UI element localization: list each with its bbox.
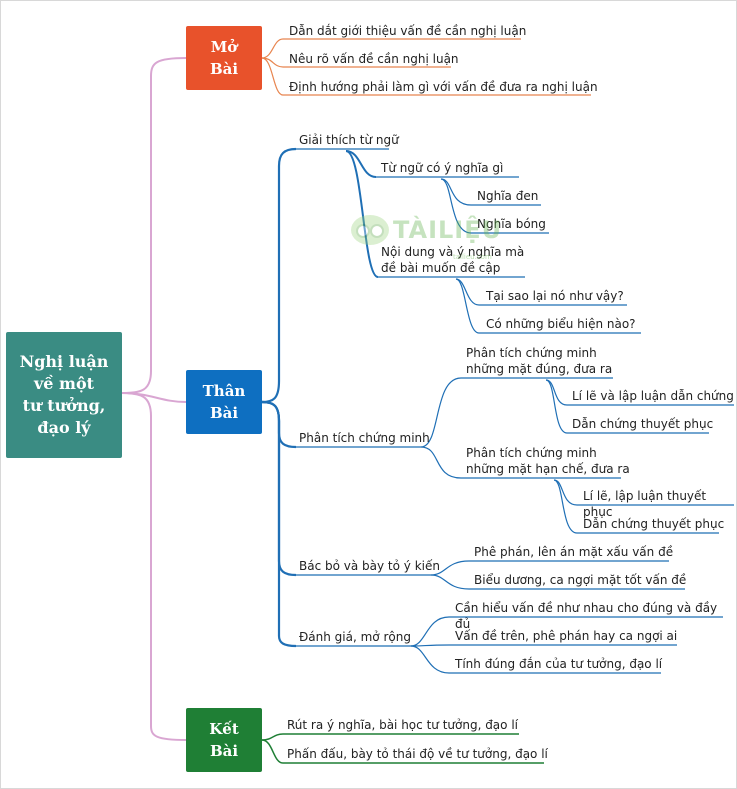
nghia-bong[interactable]: Nghĩa bóng <box>477 217 546 231</box>
topic-than-bai[interactable]: Thân Bài <box>186 370 262 434</box>
danh-gia-item-1[interactable]: Cần hiểu vấn đề như nhau cho đúng và đầy… <box>455 601 718 631</box>
nghia-den[interactable]: Nghĩa đen <box>477 189 539 203</box>
watermark-url: tailieu.com <box>453 253 492 261</box>
watermark: TÀILIỆU <box>351 215 502 245</box>
giai-thich-tu-ngu[interactable]: Giải thích từ ngữ <box>299 133 399 147</box>
link-root-ket <box>121 392 187 741</box>
mat-han-che-item-2[interactable]: Dẫn chứng thuyết phục <box>583 517 725 531</box>
mat-han-che[interactable]: Phân tích chứng minh những mặt hạn chế, … <box>466 446 630 476</box>
mat-dung[interactable]: Phân tích chứng minh những mặt đúng, đưa… <box>466 346 613 376</box>
watermark-text: TÀILIỆU <box>393 216 503 244</box>
danh-gia[interactable]: Đánh giá, mở rộng <box>299 630 411 644</box>
mo-bai-item-3[interactable]: Định hướng phải làm gì với vấn đề đưa ra… <box>289 80 598 94</box>
root-topic[interactable]: Nghị luận về một tư tưởng, đạo lý <box>6 332 122 458</box>
ket-bai-item-1[interactable]: Rút ra ý nghĩa, bài học tư tưởng, đạo lí <box>287 718 518 732</box>
owl-logo-icon <box>351 215 389 245</box>
mo-bai-item-2[interactable]: Nêu rõ vấn đề cần nghị luận <box>289 52 459 66</box>
topic-mo-bai[interactable]: Mở Bài <box>186 26 262 90</box>
danh-gia-item-3[interactable]: Tính đúng đắn của tư tưởng, đạo lí <box>455 657 663 671</box>
bac-bo-item-2[interactable]: Biểu dương, ca ngợi mặt tốt vấn đề <box>474 573 687 587</box>
bieu-hien[interactable]: Có những biểu hiện nào? <box>486 317 636 331</box>
mo-bai-item-1[interactable]: Dẫn dắt giới thiệu vấn đề cần nghị luận <box>289 24 527 38</box>
ket-bai-item-2[interactable]: Phấn đấu, bày tỏ thái độ về tư tưởng, đạ… <box>287 747 548 761</box>
mat-dung-item-2[interactable]: Dẫn chứng thuyết phục <box>572 417 714 431</box>
danh-gia-item-2[interactable]: Vấn đề trên, phê phán hay ca ngợi ai <box>455 629 678 643</box>
tu-ngu-y-nghia[interactable]: Từ ngữ có ý nghĩa gì <box>381 161 504 175</box>
noi-dung-y-nghia[interactable]: Nội dung và ý nghĩa mà đề bài muốn đề cậ… <box>381 245 525 275</box>
link-root-mo <box>121 57 187 394</box>
mat-han-che-item-1[interactable]: Lí lẽ, lập luận thuyết phục <box>583 489 707 519</box>
topic-ket-bai[interactable]: Kết Bài <box>186 708 262 772</box>
bac-bo[interactable]: Bác bỏ và bày tỏ ý kiến <box>299 559 440 573</box>
phan-tich-chung-minh[interactable]: Phân tích chứng minh <box>299 431 430 445</box>
mat-dung-item-1[interactable]: Lí lẽ và lập luận dẫn chứng <box>572 389 734 403</box>
tai-sao[interactable]: Tại sao lại nó như vậy? <box>486 289 624 303</box>
bac-bo-item-1[interactable]: Phê phán, lên án mặt xấu vấn đề <box>474 545 674 559</box>
